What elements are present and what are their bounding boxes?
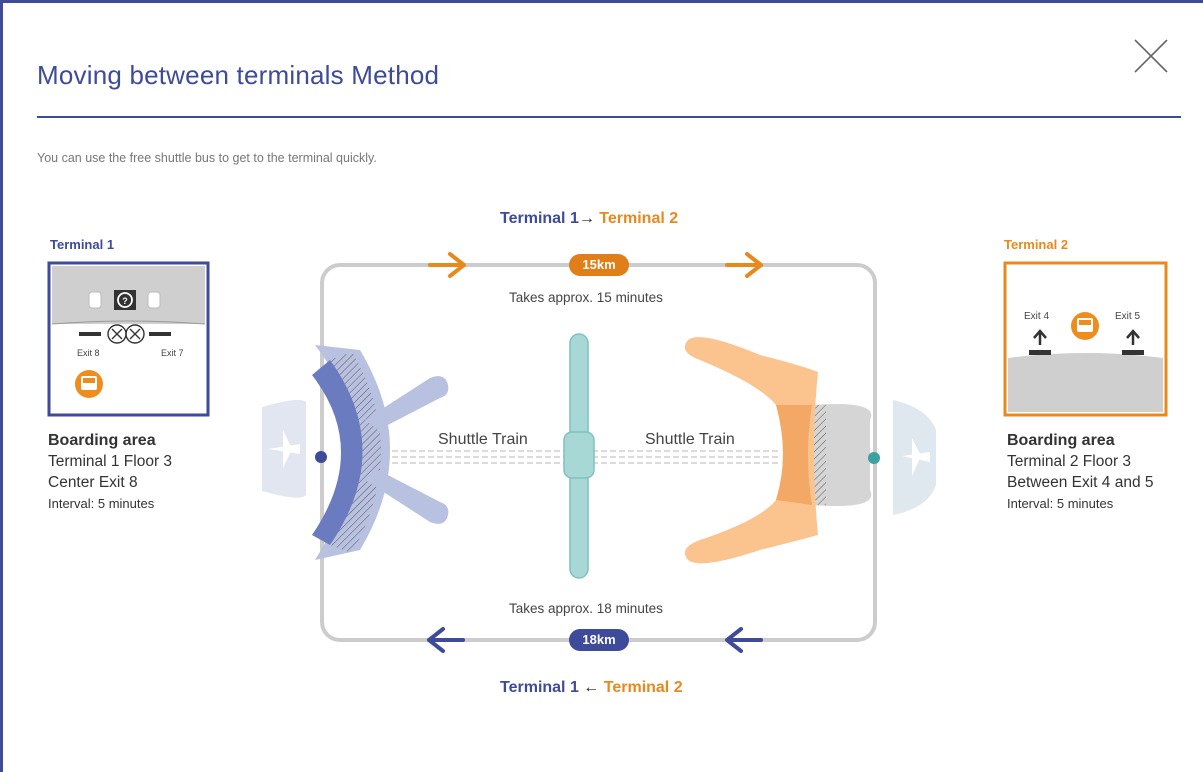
train-track-left <box>392 450 568 464</box>
terminal1-heading: Terminal 1 <box>50 237 115 252</box>
t1-boarding-title: Boarding area <box>48 432 156 449</box>
terminal2-heading: Terminal 2 <box>1004 237 1069 252</box>
terminal1-stop-dot <box>315 451 327 463</box>
terminal1-building <box>312 345 449 560</box>
title-divider <box>37 116 1181 118</box>
terminal2-map <box>1003 261 1168 417</box>
shuttle-train-label-right: Shuttle Train <box>645 431 735 448</box>
shuttle-train-station <box>563 333 595 579</box>
t2-exit-right: Exit 5 <box>1115 311 1140 322</box>
time-label-bottom: Takes approx. 18 minutes <box>509 601 663 616</box>
terminal1-boarding-info: Boarding area Terminal 1 Floor 3 Center … <box>48 430 172 514</box>
route-bottom-to: Terminal 2 <box>603 679 683 696</box>
arrow-right-icon <box>428 252 466 278</box>
t1-exit-left: Exit 8 <box>77 348 100 358</box>
terminal2-stop-dot <box>868 452 880 464</box>
terminal1-map: ? <box>47 261 210 417</box>
arrow-left-icon <box>427 627 465 653</box>
route-bottom-from: Terminal 1 <box>500 679 579 696</box>
route-top-arrow: → <box>578 210 595 227</box>
close-icon[interactable] <box>1133 38 1169 74</box>
t2-boarding-line1: Terminal 2 Floor 3 <box>1007 453 1132 470</box>
route-label-top: Terminal 1→ Terminal 2 <box>500 210 678 228</box>
intro-text: You can use the free shuttle bus to get … <box>37 151 377 165</box>
distance-badge-top: 15km <box>569 254 629 276</box>
t1-boarding-line2: Center Exit 8 <box>48 474 138 491</box>
route-label-bottom: Terminal 1 ← Terminal 2 <box>500 679 683 697</box>
train-track-right <box>592 450 780 464</box>
t2-boarding-line2: Between Exit 4 and 5 <box>1007 474 1154 491</box>
t2-interval: Interval: 5 minutes <box>1007 496 1114 511</box>
time-label-top: Takes approx. 15 minutes <box>509 290 663 305</box>
route-top-to: Terminal 2 <box>599 210 679 227</box>
airplane-icon <box>893 400 936 515</box>
route-bottom-arrow: ← <box>583 679 600 696</box>
route-top-from: Terminal 1 <box>500 210 579 227</box>
t2-exit-left: Exit 4 <box>1024 311 1049 322</box>
terminal2-boarding-info: Boarding area Terminal 2 Floor 3 Between… <box>1007 430 1154 514</box>
dialog-title: Moving between terminals Method <box>37 60 440 90</box>
shuttle-train-label-left: Shuttle Train <box>438 431 528 448</box>
t1-exit-right: Exit 7 <box>161 348 184 358</box>
arrow-right-icon <box>725 252 763 278</box>
distance-badge-bottom: 18km <box>569 629 629 651</box>
svg-text:?: ? <box>122 296 128 306</box>
arrow-left-icon <box>725 627 763 653</box>
terminal2-building <box>684 337 872 564</box>
t2-boarding-title: Boarding area <box>1007 432 1115 449</box>
t1-interval: Interval: 5 minutes <box>48 496 155 511</box>
airplane-icon <box>262 399 306 498</box>
t1-boarding-line1: Terminal 1 Floor 3 <box>48 453 173 470</box>
